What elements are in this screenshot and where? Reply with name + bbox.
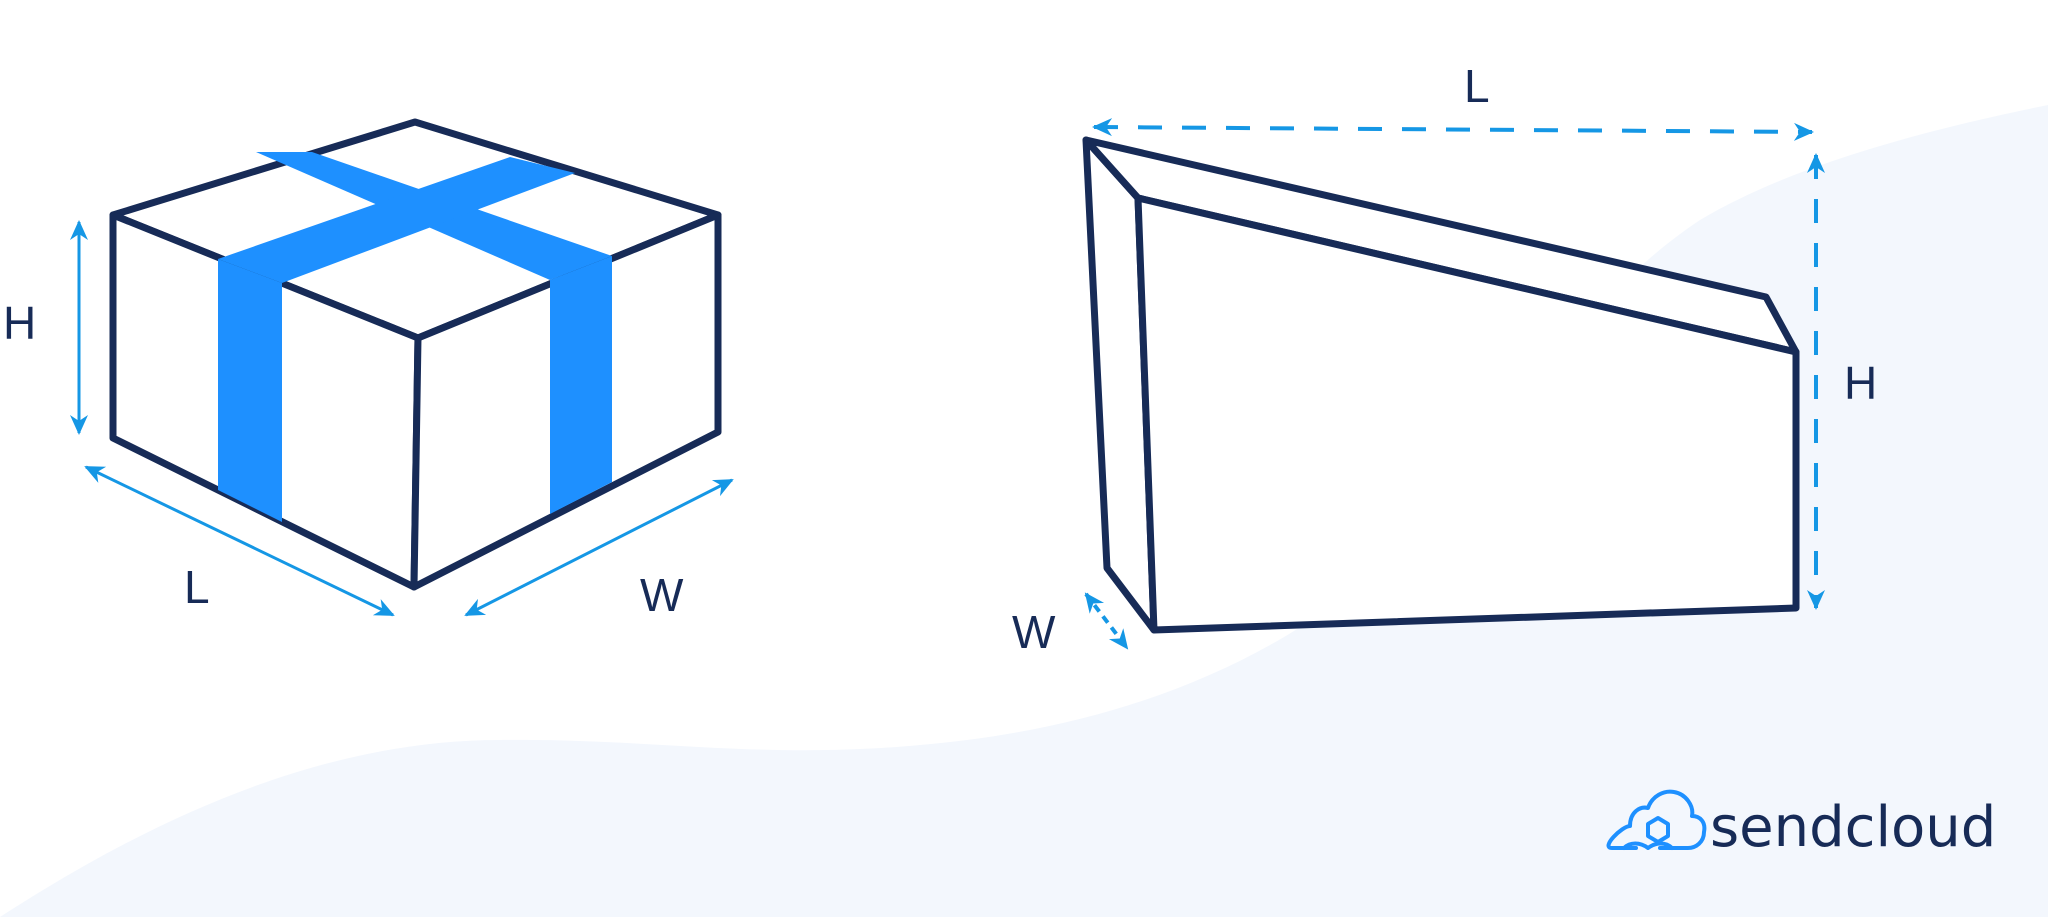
box-tape-left-strap	[218, 259, 282, 522]
tube-illustration: L H W	[1012, 60, 1877, 658]
tube-width-arrow	[1084, 592, 1129, 650]
background-wave	[0, 105, 2048, 917]
tube-width-label: W	[1012, 606, 1056, 658]
box-tape-top-band-2	[218, 157, 575, 283]
box-length-label: L	[184, 561, 210, 613]
box-illustration: H L W	[3, 118, 734, 621]
sendcloud-logo: sendcloud	[1606, 789, 1996, 860]
box-width-label: W	[640, 569, 684, 621]
box-tape-right-strap	[550, 256, 612, 514]
tube-length-arrow	[1092, 118, 1814, 141]
tube-front-face	[1134, 194, 1800, 634]
tube-length-label: L	[1464, 60, 1490, 112]
brand-name: sendcloud	[1710, 795, 1996, 860]
box-length-arrow	[84, 465, 395, 617]
cloud-hexagon-logo-icon	[1606, 789, 1707, 850]
box-height-label: H	[3, 297, 36, 349]
box-width-arrow	[464, 478, 734, 617]
tube-height-label: H	[1844, 357, 1877, 409]
